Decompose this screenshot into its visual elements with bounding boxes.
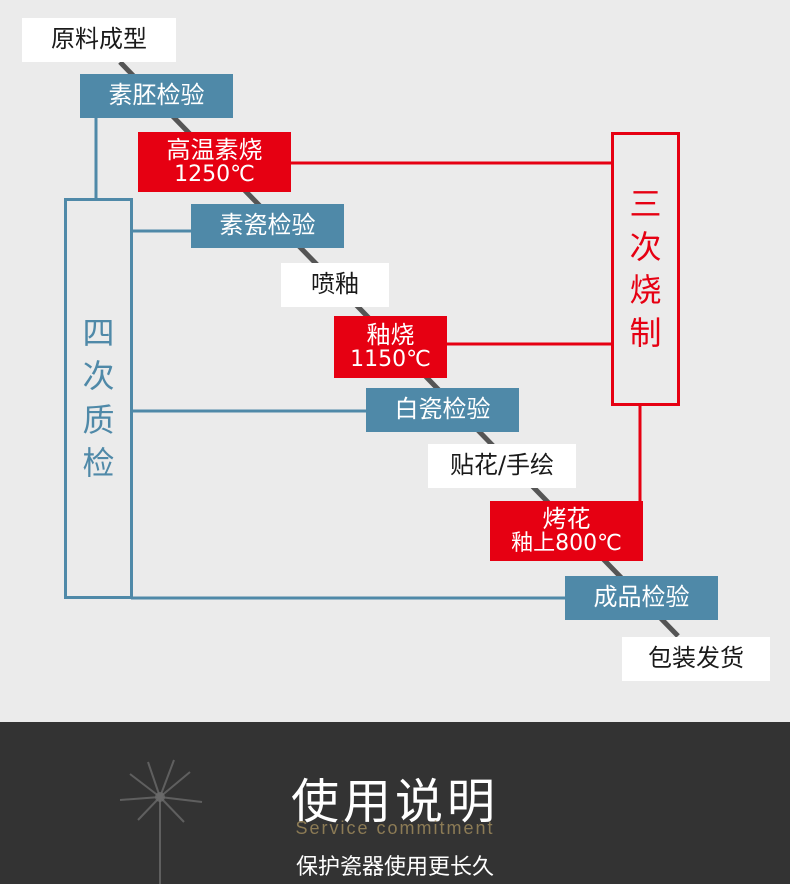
step-label: 包装发货 [648,644,744,673]
step-label: 素瓷检验 [219,211,316,240]
group-char: 烧 [629,271,662,309]
group-char: 次 [629,227,662,266]
group-char: 检 [82,443,115,482]
step-decoration-firing: 烤花 釉上800℃ [490,501,643,561]
step-biscuit-inspection: 素瓷检验 [191,204,344,248]
step-label: 烤花 [542,504,591,533]
section-title: 使用说明 [290,774,499,830]
group-char: 三 [629,184,662,223]
usage-instructions-banner: 使用说明 Service commitment 保护瓷器使用更长久 [0,722,790,884]
step-temperature: 釉上800℃ [511,531,622,557]
step-label: 贴花/手绘 [449,451,555,480]
step-white-porcelain-inspection: 白瓷检验 [366,388,519,432]
step-raw-forming: 原料成型 [22,18,176,62]
group-char: 次 [82,357,115,396]
step-label: 高温素烧 [166,135,263,164]
step-glaze-firing: 釉烧 1150℃ [334,316,447,378]
process-flow-diagram: 原料成型 素胚检验 高温素烧 1250℃ 四 次 质 检 素瓷检验 喷釉 釉烧 … [22,18,770,681]
step-packing-shipping: 包装发货 [622,637,770,681]
section-subtitle: Service commitment [295,818,495,838]
four-quality-checks-group: 四 次 质 检 [64,198,133,599]
flower-decoration-icon [119,759,203,884]
step-temperature: 1150℃ [350,347,431,373]
step-label: 釉烧 [366,320,415,349]
step-label: 原料成型 [51,25,147,54]
three-firings-group: 三 次 烧 制 [611,132,680,406]
step-glaze-spray: 喷釉 [281,263,389,307]
step-bisque-firing: 高温素烧 1250℃ [138,132,291,192]
step-label: 成品检验 [593,583,690,612]
group-char: 四 [82,314,115,353]
step-label: 素胚检验 [108,81,205,110]
step-label: 白瓷检验 [394,395,491,424]
step-bisque-inspection: 素胚检验 [80,74,233,118]
step-label: 喷釉 [311,270,359,299]
step-temperature: 1250℃ [174,162,255,188]
group-char: 质 [82,400,115,439]
group-char: 制 [629,314,662,353]
step-final-inspection: 成品检验 [565,576,718,620]
step-decal-painting: 贴花/手绘 [428,444,576,488]
section-description: 保护瓷器使用更长久 [295,855,494,880]
